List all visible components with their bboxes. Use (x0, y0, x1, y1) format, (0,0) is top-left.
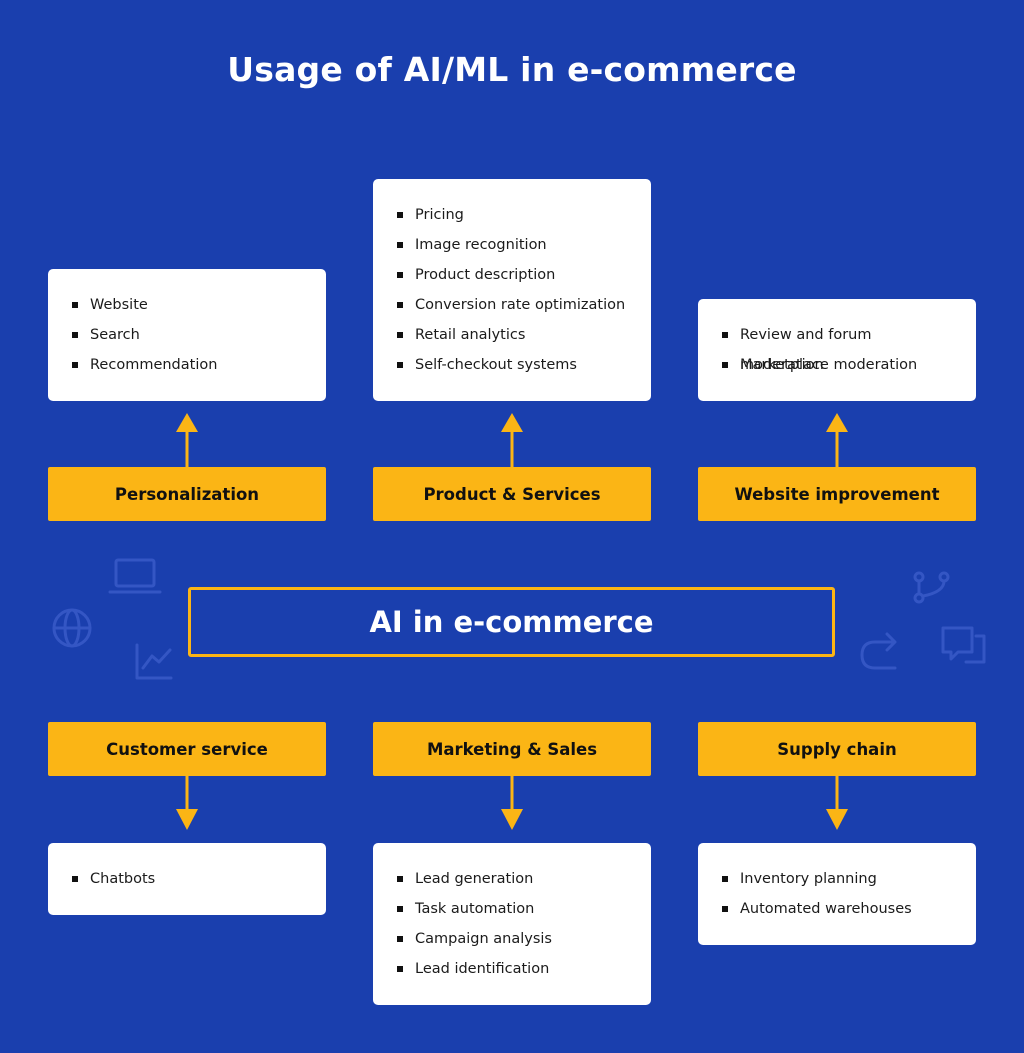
laptop-icon (108, 558, 162, 594)
arrow-up-personalization (176, 413, 198, 468)
list-item: Search (72, 320, 308, 350)
marketing-sales-card: Lead generation Task automation Campaign… (373, 843, 651, 1005)
arrow-up-website-improvement (826, 413, 848, 468)
supply-chain-card: Inventory planning Automated warehouses (698, 843, 976, 945)
personalization-card: Website Search Recommendation (48, 269, 326, 401)
list-item: Campaign analysis (397, 924, 633, 954)
category-marketing-sales: Marketing & Sales (373, 722, 651, 776)
arrow-down-supply-chain (826, 776, 848, 830)
category-customer-service: Customer service (48, 722, 326, 776)
list-item: Review and forum moderation (722, 320, 958, 373)
website-improvement-card: Review and forum moderation Marketplace … (698, 299, 976, 401)
globe-icon (52, 608, 92, 648)
arrow-down-customer-service (176, 776, 198, 830)
arrow-up-product-services (501, 413, 523, 468)
category-website-improvement: Website improvement (698, 467, 976, 521)
git-branch-icon (913, 571, 950, 604)
list-item: Website (72, 290, 308, 320)
list-item: Pricing (397, 200, 633, 230)
list-item: Inventory planning (722, 864, 958, 894)
list-item: Task automation (397, 894, 633, 924)
center-node: AI in e-commerce (188, 587, 835, 657)
list-item: Self-checkout systems (397, 350, 633, 380)
list-item: Conversion rate optimization (397, 290, 633, 320)
redo-arrow-icon (860, 632, 897, 670)
line-chart-icon (135, 643, 173, 680)
chat-bubbles-icon (941, 626, 986, 664)
list-item: Lead generation (397, 864, 633, 894)
list-item: Product description (397, 260, 633, 290)
list-item: Retail analytics (397, 320, 633, 350)
list-item: Marketplace moderation (722, 350, 958, 380)
product-services-card: Pricing Image recognition Product descri… (373, 179, 651, 401)
list-item: Recommendation (72, 350, 308, 380)
page-title: Usage of AI/ML in e-commerce (227, 50, 797, 89)
category-supply-chain: Supply chain (698, 722, 976, 776)
customer-service-card: Chatbots (48, 843, 326, 915)
list-item: Chatbots (72, 864, 308, 894)
category-personalization: Personalization (48, 467, 326, 521)
list-item: Image recognition (397, 230, 633, 260)
list-item: Automated warehouses (722, 894, 958, 924)
arrow-down-marketing-sales (501, 776, 523, 830)
category-product-services: Product & Services (373, 467, 651, 521)
list-item: Lead identification (397, 954, 633, 984)
